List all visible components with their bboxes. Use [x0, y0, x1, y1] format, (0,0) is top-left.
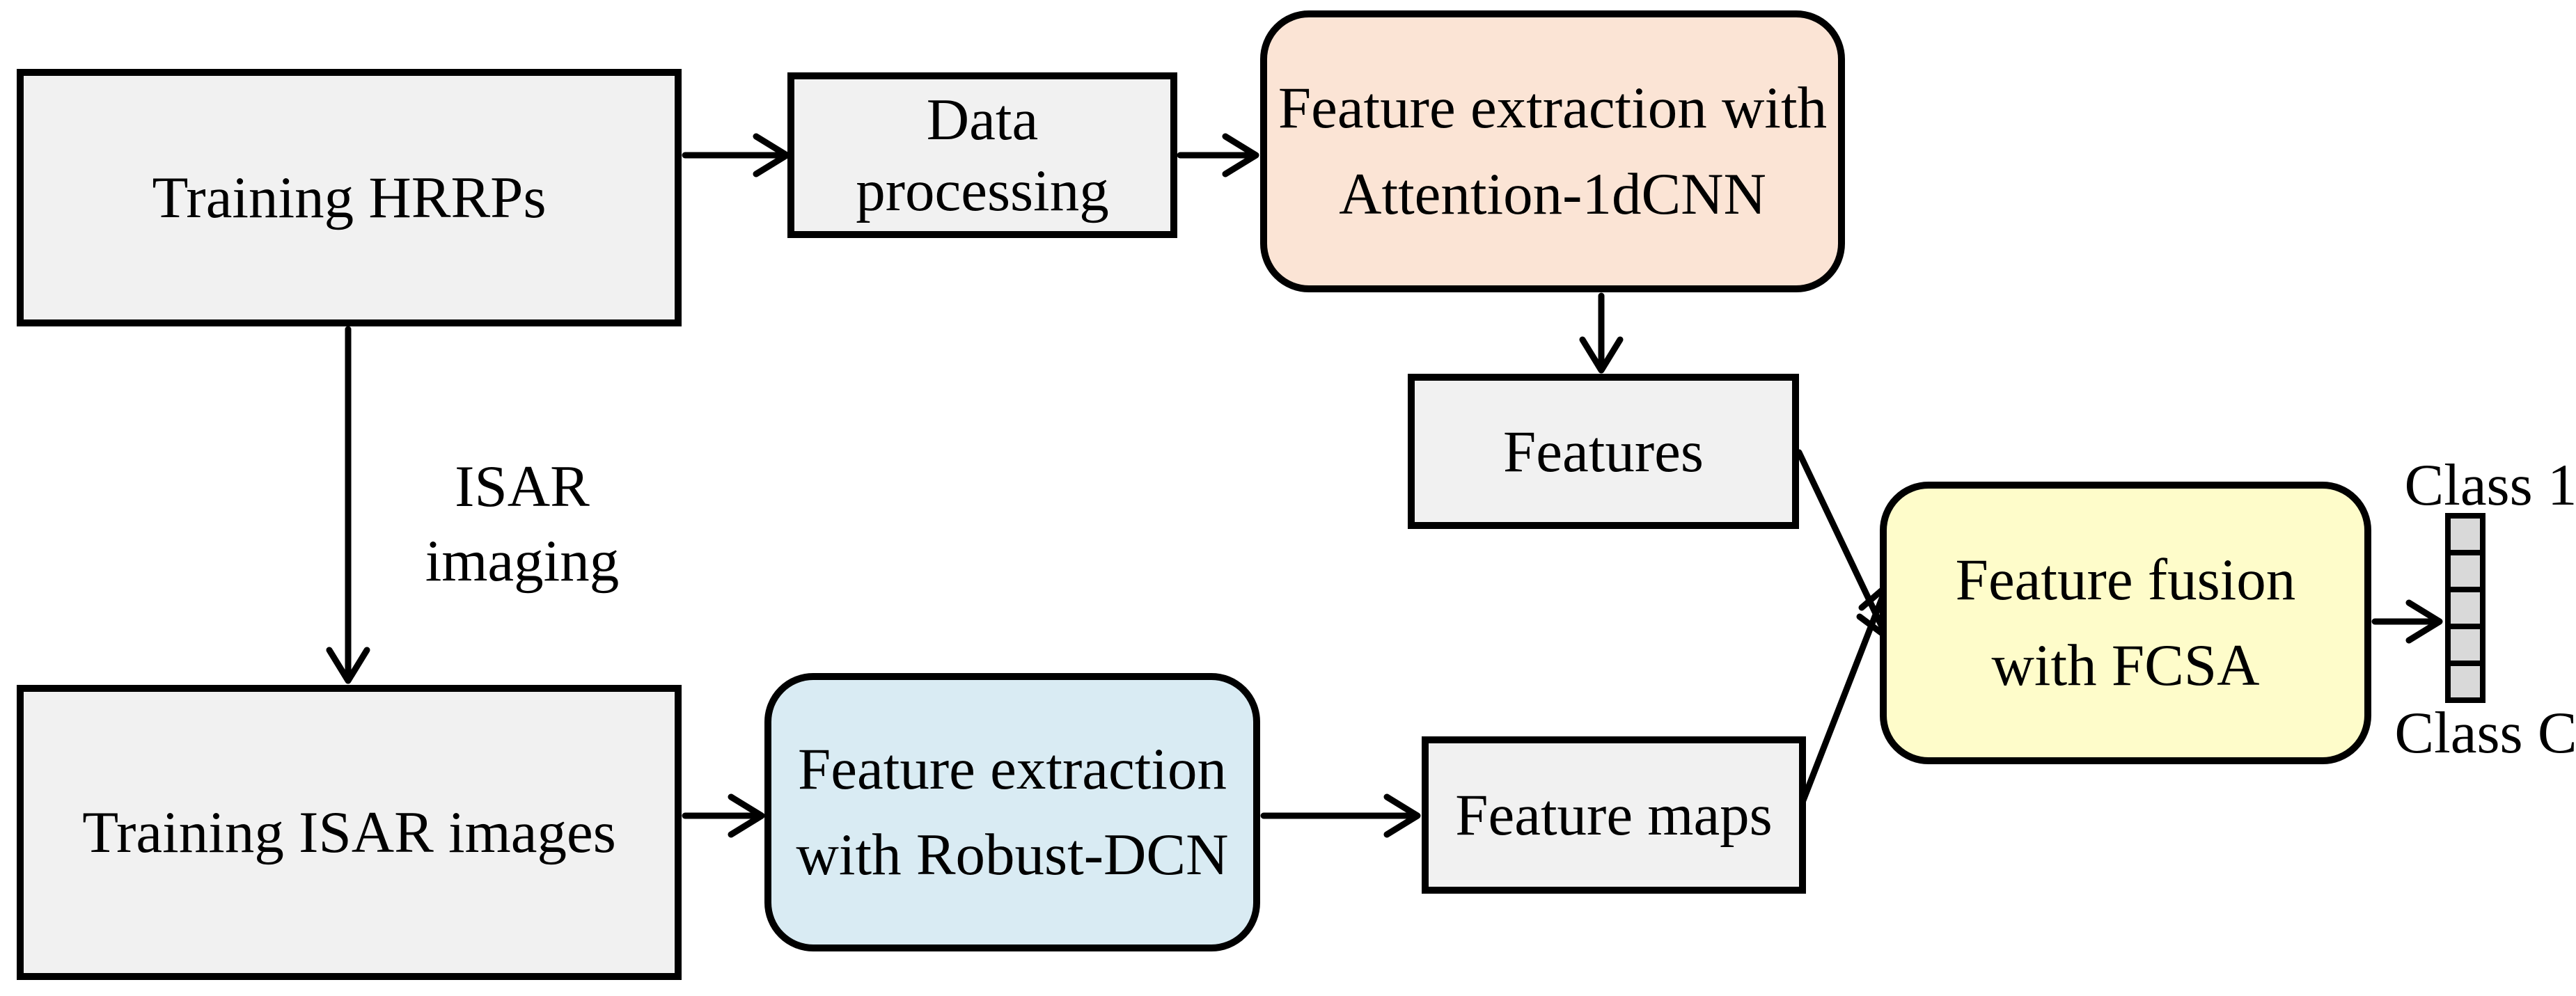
node-training-isar-images-label: Training ISAR images	[82, 800, 616, 865]
node-data-processing-label: Data processing	[856, 87, 1109, 223]
output-vector	[2445, 513, 2485, 703]
output-vector-cell	[2451, 624, 2480, 661]
arrow-dataprocessing-to-attention	[1177, 133, 1259, 177]
node-data-processing: Data processing	[787, 72, 1177, 238]
node-features: Features	[1408, 374, 1799, 529]
label-class-first: Class 1	[2392, 452, 2576, 519]
edge-label-isar-imaging-text: ISAR imaging	[425, 454, 620, 594]
node-robust-dcn-label: Feature extraction with Robust-DCN	[796, 736, 1229, 887]
label-class-first-text: Class 1	[2404, 452, 2576, 519]
label-class-last-text: Class C	[2394, 700, 2576, 766]
output-vector-cell	[2451, 661, 2480, 697]
node-attention-1dcnn: Feature extraction with Attention-1dCNN	[1260, 10, 1845, 292]
node-training-hrrps: Training HRRPs	[17, 69, 682, 326]
arrow-hrrps-to-dataprocessing	[682, 133, 790, 177]
arrow-hrrps-to-isarimages	[326, 326, 370, 684]
node-attention-1dcnn-label: Feature extraction with Attention-1dCNN	[1278, 75, 1828, 227]
arrow-isarimages-to-robustdcn	[682, 793, 765, 838]
node-training-isar-images: Training ISAR images	[17, 685, 682, 980]
node-feature-fusion-label: Feature fusion with FCSA	[1955, 546, 2296, 698]
label-class-last: Class C	[2387, 700, 2576, 766]
arrow-fusion-to-output	[2371, 599, 2443, 644]
arrow-attention-to-features	[1579, 292, 1624, 374]
edge-label-isar-imaging: ISAR imaging	[376, 449, 668, 599]
output-vector-cell	[2451, 519, 2480, 550]
node-feature-maps: Feature maps	[1422, 736, 1806, 894]
output-vector-cell	[2451, 550, 2480, 587]
node-feature-maps-label: Feature maps	[1455, 782, 1773, 848]
node-feature-fusion: Feature fusion with FCSA	[1880, 482, 2371, 764]
node-features-label: Features	[1503, 418, 1704, 484]
arrow-robustdcn-to-featuremaps	[1260, 793, 1421, 838]
node-training-hrrps-label: Training HRRPs	[152, 165, 547, 230]
output-vector-cell	[2451, 587, 2480, 624]
node-robust-dcn: Feature extraction with Robust-DCN	[764, 673, 1260, 951]
